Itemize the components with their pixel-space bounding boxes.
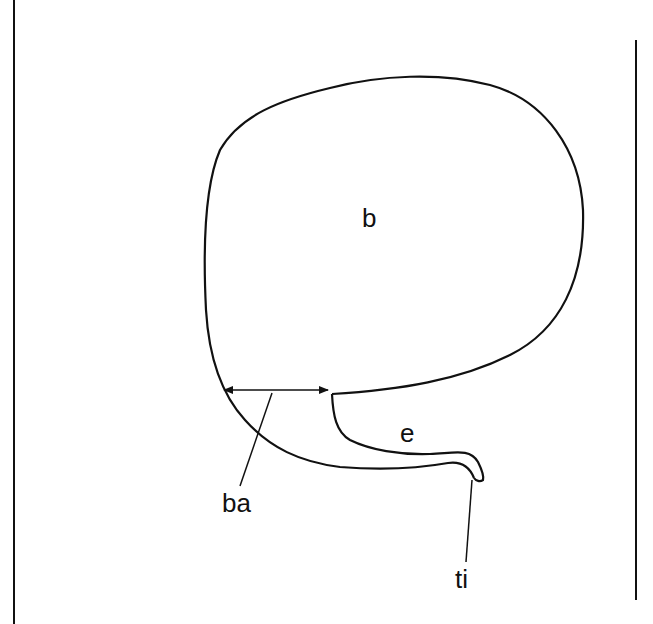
- frame-line: [635, 40, 637, 600]
- leader-line: [240, 393, 272, 486]
- frame-line: [13, 0, 15, 624]
- part-label: e: [400, 420, 414, 446]
- part-label: ba: [222, 490, 251, 516]
- part-label: b: [362, 205, 376, 231]
- dimension-arrow: [224, 389, 328, 391]
- leader-line: [466, 480, 472, 562]
- bulb-outline: [205, 77, 583, 478]
- duct-outline: [332, 394, 483, 481]
- part-label: ti: [455, 566, 468, 592]
